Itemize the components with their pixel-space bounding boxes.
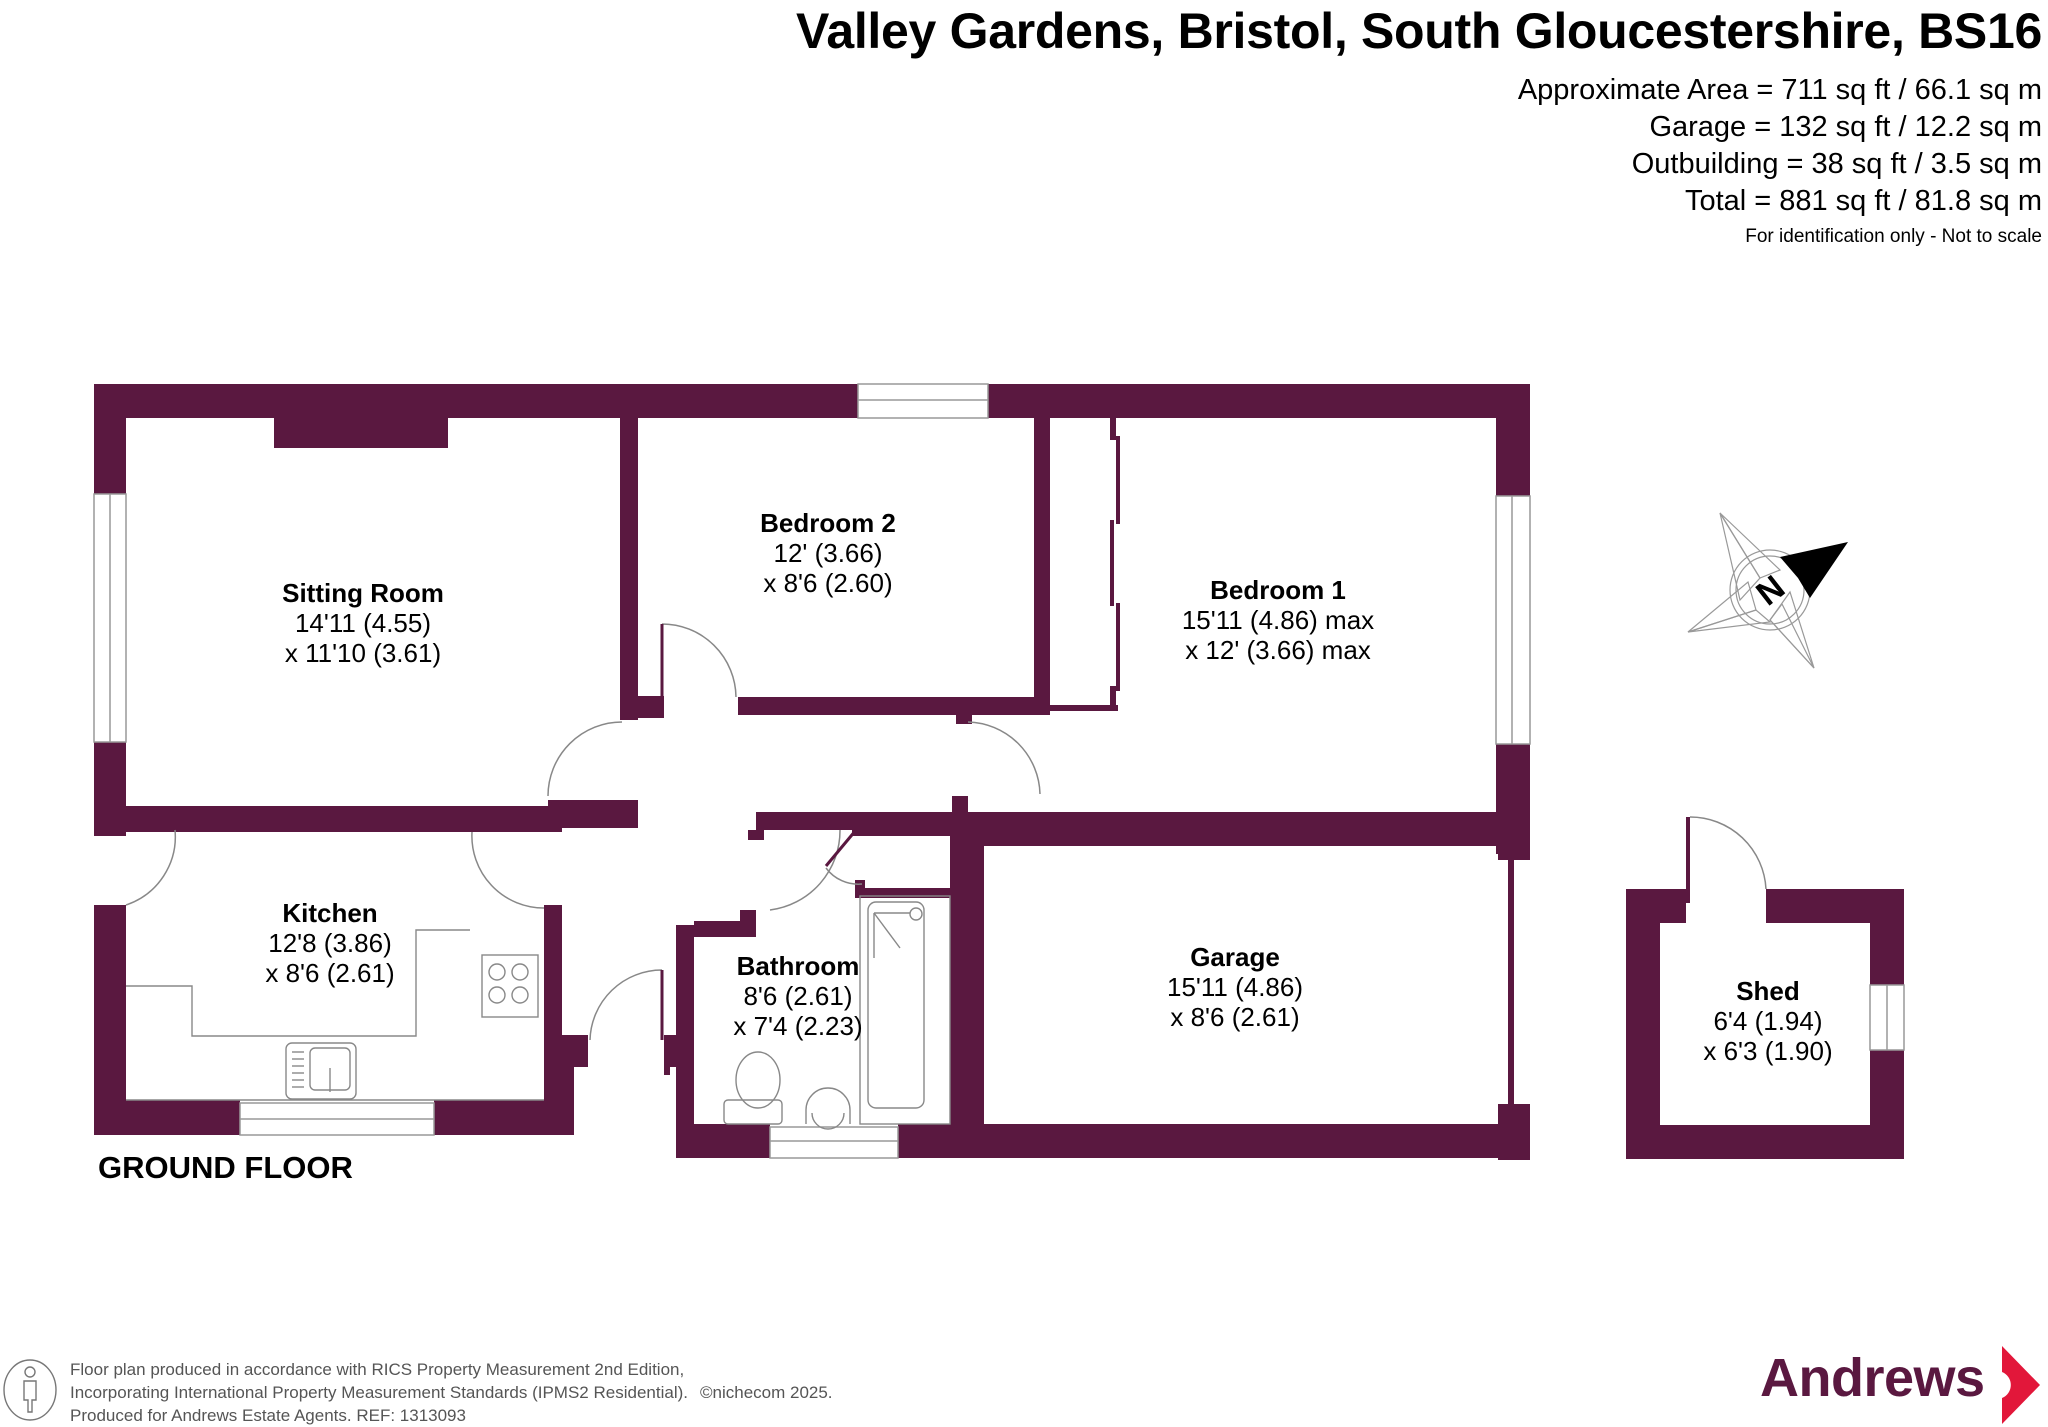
room-dimension: 15'11 (4.86) — [1166, 972, 1304, 1002]
room-kitchen: Kitchen 12'8 (3.86) x 8'6 (2.61) — [265, 898, 394, 988]
disclaimer-line-2: Incorporating International Property Mea… — [70, 1381, 833, 1404]
compass-north-label: N — [1749, 568, 1792, 613]
toilet-icon — [735, 1051, 781, 1109]
bathroom-fixtures — [723, 895, 951, 1130]
room-dimension: x 7'4 (2.23) — [733, 1011, 863, 1041]
door-swings — [125, 623, 1767, 1041]
area-outbuilding: Outbuilding = 38 sq ft / 3.5 sq m — [1631, 148, 2042, 180]
room-dimension: x 8'6 (2.61) — [265, 958, 395, 988]
area-summary: Approximate Area = 711 sq ft / 66.1 sq m… — [1518, 72, 2042, 252]
room-dimension: 8'6 (2.61) — [743, 981, 853, 1011]
scale-note: For identification only - Not to scale — [1745, 226, 2042, 247]
disclaimer-line-1: Floor plan produced in accordance with R… — [70, 1360, 685, 1379]
room-name: Garage — [1190, 942, 1280, 972]
disclaimer-line-3: Produced for Andrews Estate Agents. REF:… — [70, 1406, 466, 1425]
room-dimension: 14'11 (4.55) — [294, 608, 432, 638]
area-approximate: Approximate Area = 711 sq ft / 66.1 sq m — [1517, 74, 2042, 106]
room-name: Bathroom — [736, 951, 860, 981]
room-bedroom-1: Bedroom 1 15'11 (4.86) max x 12' (3.66) … — [1182, 575, 1374, 665]
brand-arrow-icon — [2002, 1346, 2040, 1424]
measurement-person-icon — [3, 1359, 57, 1421]
room-dimension: 15'11 (4.86) max — [1181, 605, 1375, 635]
room-dimension: x 6'3 (1.90) — [1703, 1036, 1833, 1066]
room-dimension: 12'8 (3.86) — [268, 928, 392, 958]
room-dimension: x 11'10 (3.61) — [284, 638, 442, 668]
walls — [94, 384, 1904, 1160]
room-name: Bedroom 1 — [1210, 575, 1346, 605]
footer-disclaimer: Floor plan produced in accordance with R… — [70, 1358, 833, 1427]
room-sitting-room: Sitting Room 14'11 (4.55) x 11'10 (3.61) — [282, 578, 444, 668]
kitchen-fixtures — [126, 929, 544, 1101]
room-name: Sitting Room — [282, 578, 444, 608]
floor-label: GROUND FLOOR — [98, 1150, 353, 1185]
disclaimer-line-2-text: Incorporating International Property Mea… — [70, 1383, 688, 1402]
windows — [93, 383, 1905, 1159]
area-total: Total = 881 sq ft / 81.8 sq m — [1684, 185, 2042, 217]
room-dimension: 12' (3.66) — [773, 538, 883, 568]
basin-icon — [805, 1087, 851, 1124]
copyright: ©nichecom 2025. — [699, 1383, 833, 1402]
bath-icon — [867, 901, 925, 1109]
room-bedroom-2: Bedroom 2 12' (3.66) x 8'6 (2.60) — [760, 508, 896, 598]
room-dimension: x 8'6 (2.61) — [1170, 1002, 1300, 1032]
area-garage: Garage = 132 sq ft / 12.2 sq m — [1649, 111, 2042, 143]
room-dimension: x 8'6 (2.60) — [763, 568, 893, 598]
room-dimension: 6'4 (1.94) — [1713, 1006, 1823, 1036]
room-dimension: x 12' (3.66) max — [1185, 635, 1371, 665]
room-shed: Shed 6'4 (1.94) x 6'3 (1.90) — [1703, 976, 1832, 1066]
sink-icon — [285, 1042, 357, 1100]
room-garage: Garage 15'11 (4.86) x 8'6 (2.61) — [1167, 942, 1303, 1032]
compass-icon: N — [1687, 512, 1848, 669]
room-name: Shed — [1736, 976, 1800, 1006]
brand-logo-text: Andrews — [1760, 1348, 1985, 1408]
room-name: Bedroom 2 — [760, 508, 896, 538]
room-name: Kitchen — [282, 898, 378, 928]
room-bathroom: Bathroom 8'6 (2.61) x 7'4 (2.23) — [733, 951, 862, 1041]
property-title: Valley Gardens, Bristol, South Glouceste… — [796, 3, 2042, 59]
hob-icon — [481, 954, 539, 1018]
